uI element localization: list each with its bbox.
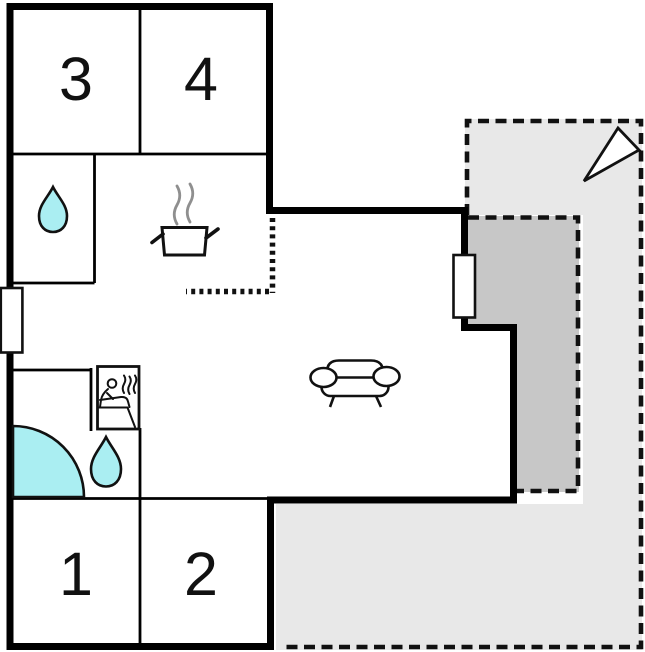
pot-body	[160, 226, 209, 257]
sauna-steam	[132, 374, 138, 394]
covered-terrace-dashed-border	[468, 215, 581, 494]
shower-icon	[11, 424, 86, 499]
terrace-area	[276, 118, 644, 650]
room-number-label: 1	[59, 540, 93, 608]
stove-icon	[150, 182, 220, 257]
interior-walls	[11, 8, 268, 645]
sofa-leg-left	[328, 395, 336, 408]
room-number-label: 3	[59, 45, 93, 113]
steam-line	[172, 184, 182, 226]
window-symbol-west	[0, 286, 24, 354]
terrace-fill	[276, 119, 642, 650]
sofa-armrest-right	[372, 365, 401, 388]
water-drop-icon	[89, 434, 123, 488]
pot-handle-right	[204, 227, 220, 240]
sofa-armrest-left	[309, 366, 338, 389]
sofa-icon	[309, 359, 401, 408]
window-symbol-east	[452, 253, 477, 319]
north-arrow-icon	[582, 125, 642, 183]
kitchen-partition-dotted	[186, 218, 276, 295]
sofa-leg-right	[374, 395, 383, 408]
sauna-steam	[121, 374, 127, 394]
room-number-label: 2	[184, 540, 218, 608]
sauna-person-legs	[99, 395, 131, 408]
house-outer-walls	[6, 3, 517, 650]
sauna-steam	[127, 375, 132, 395]
room-number-label: 4	[184, 45, 218, 113]
sauna-person-head	[106, 378, 118, 389]
sauna-bench	[98, 406, 136, 428]
terrace-dashed-border	[284, 118, 644, 650]
sauna-icon	[96, 365, 141, 431]
pot-handle-left	[150, 232, 165, 245]
water-drop-icon	[37, 184, 69, 234]
steam-line	[185, 182, 195, 224]
